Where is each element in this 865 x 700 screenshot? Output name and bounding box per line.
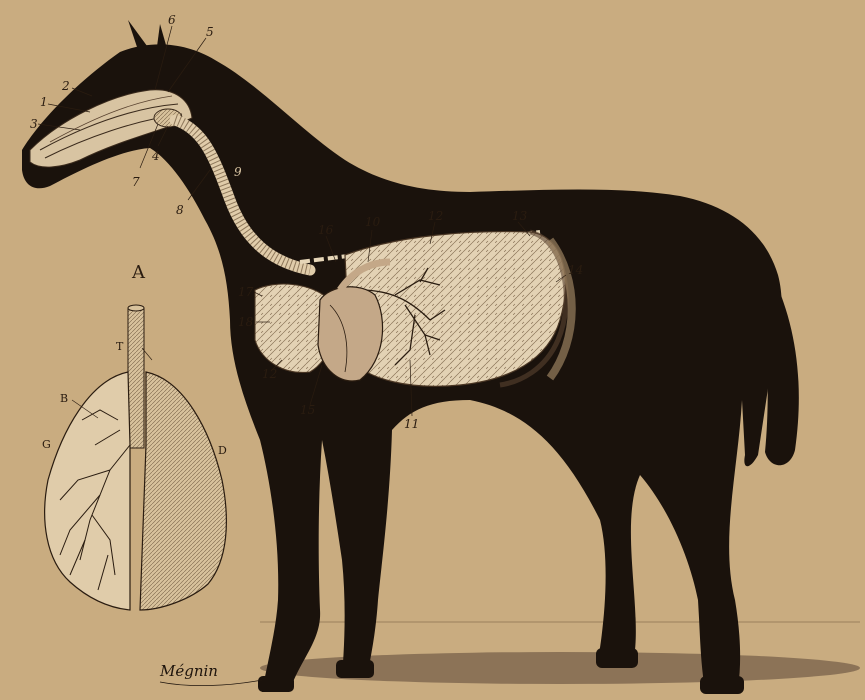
label-4: 4 [151,149,160,163]
inset-label-g: G [42,438,51,451]
inset-lungs: A T B G D [42,262,227,610]
label-17: 17 [238,285,254,299]
inset-label-t: T [116,340,124,353]
label-13: 13 [512,209,528,223]
label-1: 1 [40,95,48,109]
signature-text: Mégnin [159,662,218,680]
label-6: 6 [168,13,176,27]
inset-left-lung [45,372,130,610]
label-5: 5 [206,25,214,39]
inset-label-b: B [60,392,68,405]
artist-signature: Mégnin [159,662,262,686]
label-18: 18 [238,315,254,329]
label-9: 9 [234,165,242,179]
label-7: 7 [132,175,140,189]
label-16: 16 [318,223,334,237]
inset-label-d: D [218,444,227,457]
label-15: 15 [300,403,315,417]
label-8: 8 [176,203,184,217]
label-3: 3 [30,117,38,131]
inset-trachea [128,308,144,448]
inset-right-lung [140,372,226,610]
label-10: 10 [365,215,381,229]
label-14: 14 [568,263,583,277]
label-11: 11 [404,417,419,431]
inset-title: A [131,262,146,283]
label-12-bottom: 12 [262,367,277,381]
label-2: 2 [61,79,70,93]
label-12-top: 12 [428,209,443,223]
